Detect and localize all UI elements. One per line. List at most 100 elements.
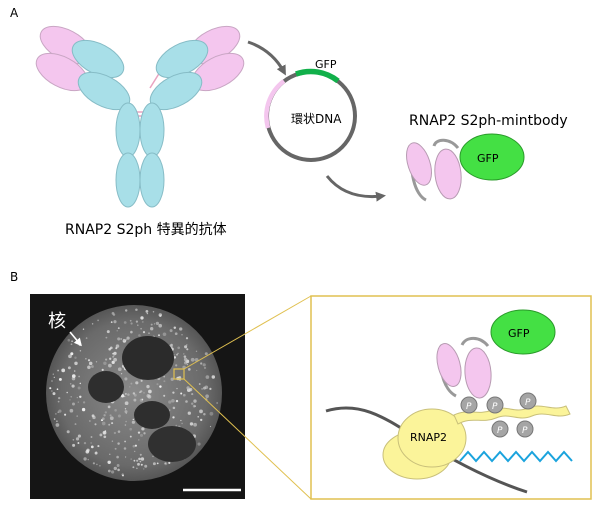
speckle — [103, 435, 107, 439]
speckle — [129, 386, 131, 388]
speckle — [120, 373, 123, 375]
disulfide-bond-right — [149, 71, 161, 89]
speckle — [101, 421, 106, 426]
speckle — [155, 321, 160, 326]
speckle — [209, 411, 214, 416]
speckle — [55, 413, 57, 415]
speckle — [133, 459, 136, 462]
speckle — [190, 357, 195, 362]
speckle — [125, 456, 127, 458]
speckle — [112, 356, 114, 358]
speckle — [186, 348, 189, 351]
speckle — [127, 393, 130, 396]
speckle — [203, 413, 206, 416]
speckle — [140, 390, 143, 393]
speckle — [76, 415, 79, 417]
speckle — [112, 354, 116, 357]
speckle — [132, 392, 136, 395]
speckle — [109, 357, 112, 360]
speckle — [159, 385, 162, 388]
speckle — [184, 361, 188, 365]
speckle — [185, 400, 188, 403]
speckle — [200, 418, 203, 422]
speckle — [138, 457, 141, 461]
speckle — [171, 399, 175, 403]
speckle — [49, 387, 52, 390]
speckle — [216, 402, 218, 404]
speckle — [211, 375, 216, 379]
speckle — [146, 312, 149, 315]
speckle — [163, 394, 166, 397]
speckle — [111, 470, 115, 474]
speckle — [114, 447, 117, 450]
speckle — [101, 417, 105, 421]
speckle — [156, 462, 159, 465]
speckle — [209, 425, 212, 428]
speckle — [146, 384, 150, 389]
speckle — [168, 400, 172, 404]
speckle — [106, 330, 110, 334]
speckle — [175, 399, 179, 403]
mintbody-linker-top — [432, 138, 460, 150]
speckle — [193, 399, 197, 403]
speckle — [122, 338, 126, 342]
speckle — [187, 411, 191, 415]
speckle — [134, 450, 136, 453]
speckle — [116, 464, 120, 467]
speckle — [97, 319, 99, 322]
speckle — [194, 405, 196, 407]
speckle — [101, 368, 104, 371]
nucleolus-3 — [134, 401, 170, 429]
speckle — [181, 334, 183, 336]
speckle — [203, 366, 207, 370]
speckle — [87, 458, 89, 461]
speckle — [205, 394, 209, 399]
speckle — [94, 451, 98, 455]
speckle — [168, 461, 171, 464]
speckle — [135, 308, 138, 311]
speckle — [172, 416, 175, 419]
speckle — [196, 369, 198, 372]
speckle — [174, 332, 178, 336]
speckle — [111, 440, 114, 442]
speckle — [57, 400, 60, 403]
rna-transcript — [459, 450, 573, 463]
speckle — [183, 353, 185, 355]
rnap2-label: RNAP2 — [410, 431, 447, 444]
speckle — [135, 320, 138, 323]
speckle — [153, 323, 156, 325]
speckle — [95, 361, 98, 363]
speckle — [129, 435, 132, 438]
speckle — [91, 323, 94, 325]
speckle — [125, 338, 128, 341]
speckle — [180, 392, 183, 395]
speckle — [113, 466, 118, 471]
speckle — [69, 408, 74, 413]
speckle — [117, 367, 122, 372]
speckle — [87, 359, 91, 362]
microscopy-image: 核 — [30, 294, 245, 499]
speckle — [209, 387, 212, 391]
speckle — [113, 431, 117, 435]
speckle — [170, 343, 173, 347]
fc-ch3-left — [115, 152, 141, 208]
phosphate-3: P — [519, 392, 537, 410]
speckle — [138, 334, 141, 337]
speckle — [129, 427, 133, 431]
speckle — [85, 450, 90, 454]
speckle — [137, 431, 141, 434]
speckle — [72, 438, 75, 441]
speckle — [117, 468, 120, 472]
speckle — [130, 322, 133, 325]
speckle — [150, 323, 153, 326]
speckle — [147, 394, 152, 399]
speckle — [92, 462, 95, 465]
speckle — [180, 419, 182, 422]
speckle — [136, 459, 139, 462]
speckle — [113, 320, 117, 324]
speckle — [132, 445, 136, 448]
speckle — [70, 352, 74, 356]
zoom-line-bottom — [183, 378, 312, 500]
speckle — [175, 424, 178, 427]
speckle — [199, 409, 203, 414]
